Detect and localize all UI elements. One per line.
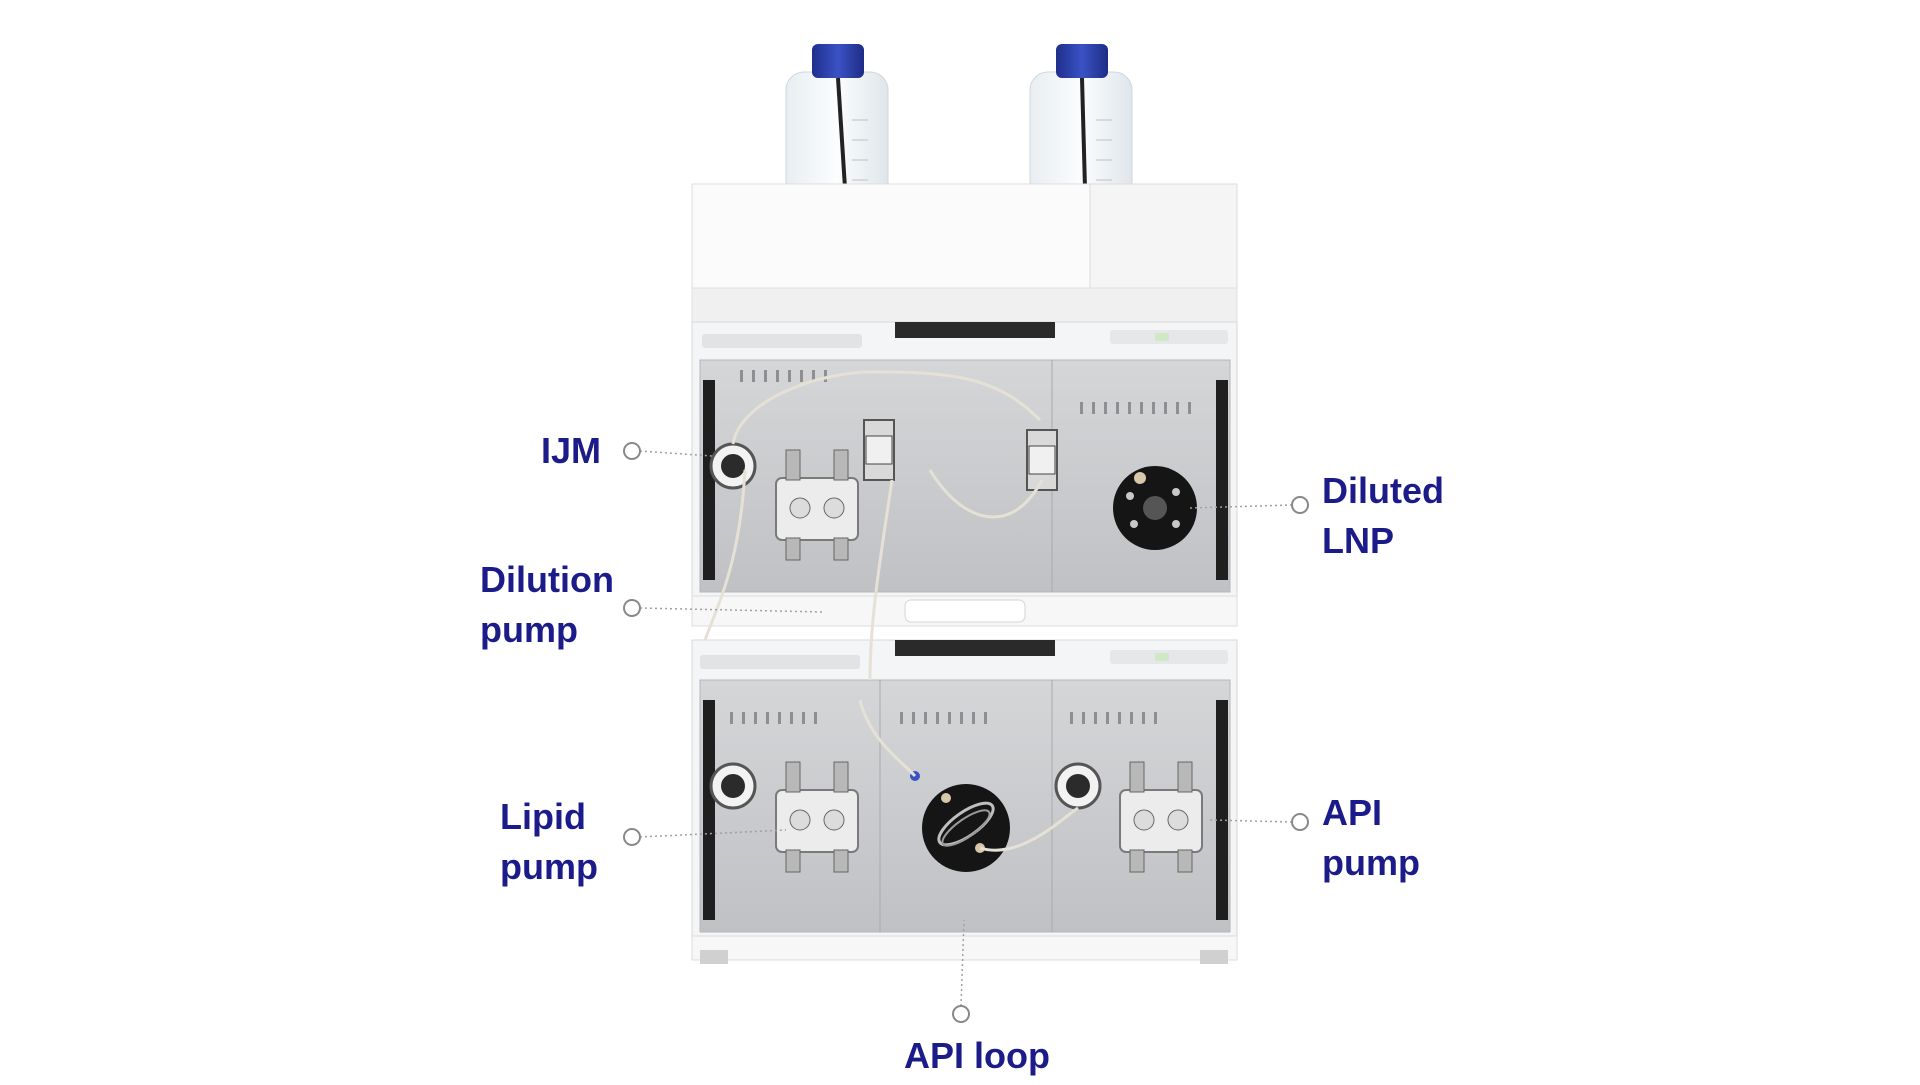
solvent-tray (691, 183, 1238, 325)
label-ijm: IJM (541, 430, 602, 471)
leader-lines (639, 450, 1293, 1007)
label-lipid-pump: Lipid pump (500, 796, 598, 887)
valve-icon-upper-right (1026, 429, 1058, 491)
valve-icon-upper-left (863, 419, 895, 481)
label-api-pump: API pump (1322, 792, 1420, 883)
upper-module (691, 321, 1238, 627)
label-api-loop: API loop (904, 1035, 1050, 1076)
ijm-mixer-icon (709, 442, 757, 490)
diluted-lnp-valve-icon (1113, 466, 1197, 550)
lower-module (691, 639, 1238, 964)
pump-head-icon-lipid (709, 761, 859, 873)
label-dilution-pump: Dilution pump (480, 559, 614, 650)
callout-dot-icon (623, 442, 1309, 1023)
pump-head-icon-api (1054, 761, 1203, 873)
tubing (703, 370, 1079, 852)
pump-head-icon-dilution (775, 449, 859, 561)
label-diluted-lnp: Diluted LNP (1322, 470, 1444, 561)
